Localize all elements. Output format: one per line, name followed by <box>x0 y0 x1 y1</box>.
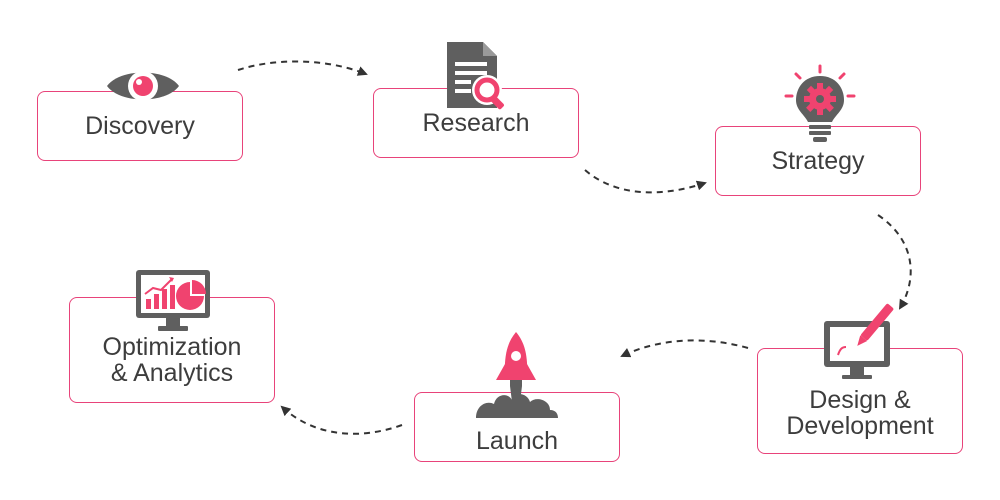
lightbulb-gear-icon <box>784 64 856 142</box>
step-label-design-line2: Development <box>786 412 934 440</box>
step-label-discovery: Discovery <box>85 112 195 140</box>
connector-discovery-research <box>237 60 368 76</box>
step-label-strategy: Strategy <box>771 147 865 175</box>
monitor-analytics-icon <box>136 270 210 331</box>
connector-launch-optimization <box>280 405 403 435</box>
step-research: Research <box>373 88 579 158</box>
step-label-launch: Launch <box>475 427 559 455</box>
rocket-icon <box>476 332 558 418</box>
step-discovery: Discovery <box>37 91 243 161</box>
eye-icon <box>107 71 179 101</box>
connector-design-launch <box>620 339 749 358</box>
step-label-optimization-line2: & Analytics <box>110 359 234 387</box>
connector-research-strategy <box>584 169 707 194</box>
step-label-optimization-line1: Optimization <box>102 333 242 361</box>
monitor-pen-icon <box>824 303 894 379</box>
document-search-icon <box>447 42 504 110</box>
step-label-research: Research <box>422 109 530 137</box>
step-label-design-line1: Design & <box>809 386 911 414</box>
connector-strategy-design <box>877 214 912 310</box>
